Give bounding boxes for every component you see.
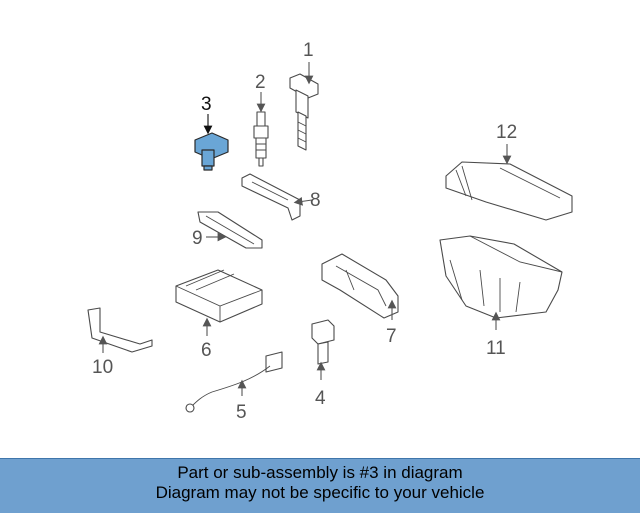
callout-1[interactable]: 1	[303, 40, 314, 61]
part-10-bracket[interactable]	[87, 307, 153, 353]
callout-6[interactable]: 6	[201, 340, 212, 361]
part-8-bracket[interactable]	[241, 173, 301, 221]
callout-9[interactable]: 9	[192, 228, 203, 249]
part-7-bracket[interactable]	[321, 253, 399, 319]
callout-12[interactable]: 12	[496, 122, 517, 143]
callout-7[interactable]: 7	[386, 326, 397, 347]
callout-10[interactable]: 10	[92, 357, 113, 378]
callout-2[interactable]: 2	[255, 72, 266, 93]
part-3-position-sensor[interactable]	[194, 132, 229, 171]
callout-5[interactable]: 5	[236, 402, 247, 423]
callout-8[interactable]: 8	[310, 190, 321, 211]
callout-3[interactable]: 3	[201, 94, 212, 115]
part-12-cover[interactable]	[445, 161, 573, 221]
callout-8-leader	[293, 197, 313, 206]
part-4-sensor[interactable]	[311, 319, 335, 365]
callout-11[interactable]: 11	[486, 338, 506, 359]
callout-4[interactable]: 4	[315, 388, 326, 409]
part-2-spark-plug[interactable]	[253, 111, 269, 167]
info-banner: Part or sub-assembly is #3 in diagram Di…	[0, 458, 640, 513]
parts-diagram: 1 2 3 8 9 6 10	[87, 40, 573, 423]
part-5-knock-sensor[interactable]	[185, 351, 283, 413]
banner-part-note: Part or sub-assembly is #3 in diagram	[177, 463, 463, 482]
part-11-housing[interactable]	[439, 235, 563, 319]
banner-disclaimer: Diagram may not be specific to your vehi…	[155, 483, 485, 502]
part-9-bracket[interactable]	[197, 211, 263, 249]
part-1-ignition-coil[interactable]	[289, 73, 319, 151]
part-6-control-module[interactable]	[175, 269, 263, 323]
